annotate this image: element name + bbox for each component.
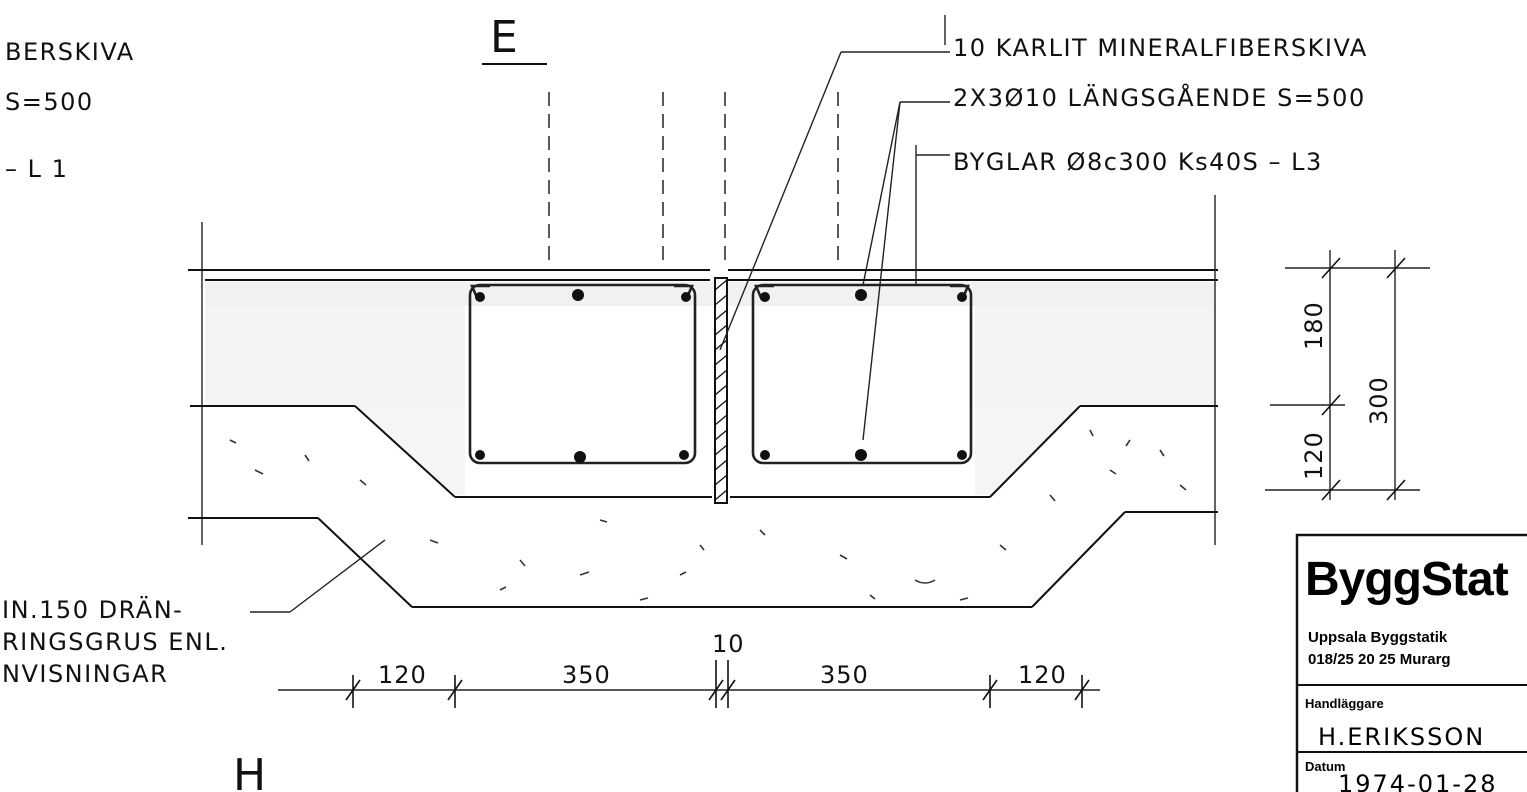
title-block [1295,533,1527,792]
rebar-cage-left [468,283,697,465]
dim-label-180: 180 [1300,301,1328,350]
dim-label-120-left: 120 [378,661,427,689]
handler-name: H.ERIKSSON [1318,723,1485,751]
footing-outline [190,405,1218,498]
gravel-note-line1: IN.150 DRÄN- [2,595,183,624]
dim-label-10: 10 [712,630,745,658]
left-note-line1: BERSKIVA [5,38,135,66]
gravel-bed [188,429,1218,608]
dim-label-120-right: 120 [1018,661,1067,689]
gravel-note-line3: NVISNINGAR [2,660,168,688]
leader-lines [250,15,950,613]
date-label: Datum [1305,759,1345,774]
dim-label-300: 300 [1365,376,1393,425]
insulation-joint [714,277,728,504]
dim-label-350-left: 350 [562,661,611,689]
insulation-note: 10 KARLIT MINERALFIBERSKIVA [953,34,1368,62]
section-mark-bottom: H [233,750,266,792]
handler-label: Handläggare [1305,696,1384,711]
slab-top [188,195,1218,545]
rebar-cage-right [751,283,973,465]
longitudinal-rebar-note: 2X3Ø10 LÄNGSGÅENDE S=500 [953,83,1366,112]
date-value: 1974-01-28 [1338,770,1497,792]
concrete-stipple [205,282,1215,495]
company-phone-address: 018/25 20 25 Murarg [1308,651,1451,668]
left-note-line2: S=500 [5,88,94,116]
section-mark-top: E [490,12,518,63]
wall-dashed-lines [548,92,839,268]
gravel-note-line2: RINGSGRUS ENL. [2,628,228,656]
company-name: Uppsala Byggstatik [1308,629,1448,646]
left-note-line3: – L 1 [5,155,68,183]
stirrup-note: BYGLAR Ø8c300 Ks40S – L3 [953,148,1323,176]
dim-label-120-vertical: 120 [1300,431,1328,480]
dim-label-350-right: 350 [820,661,869,689]
right-dimension-lines [1265,250,1430,501]
bottom-dimension-line [278,660,1100,708]
company-logo-text: ByggStat [1305,553,1509,606]
